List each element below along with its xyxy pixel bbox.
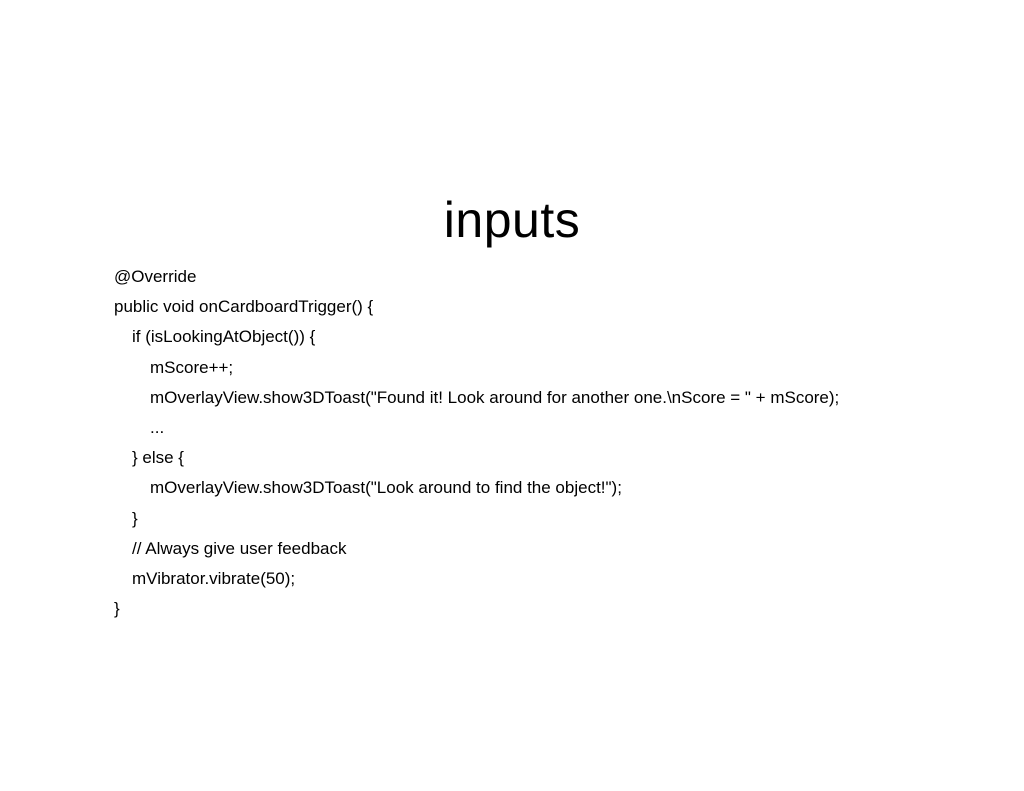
code-line-feedback-comment: // Always give user feedback [132,538,347,558]
slide-title: inputs [443,192,581,248]
code-line-if-condition: if (isLookingAtObject()) { [132,327,316,347]
code-line-vibrate-call: mVibrator.vibrate(50); [132,569,296,589]
code-line-found-toast: mOverlayView.show3DToast("Found it! Look… [150,387,840,407]
code-block: @Override public void onCardboardTrigger… [114,262,974,624]
code-line-method-signature: public void onCardboardTrigger() { [114,297,374,317]
code-line-else: } else { [132,448,184,468]
code-line-ellipsis: ... [150,418,165,438]
code-line-score-increment: mScore++; [150,357,234,377]
code-line-override-annotation: @Override [114,267,197,286]
code-line-method-close-brace: } [114,599,120,619]
code-line-if-close-brace: } [132,508,138,528]
code-line-look-around-toast: mOverlayView.show3DToast("Look around to… [150,478,622,498]
